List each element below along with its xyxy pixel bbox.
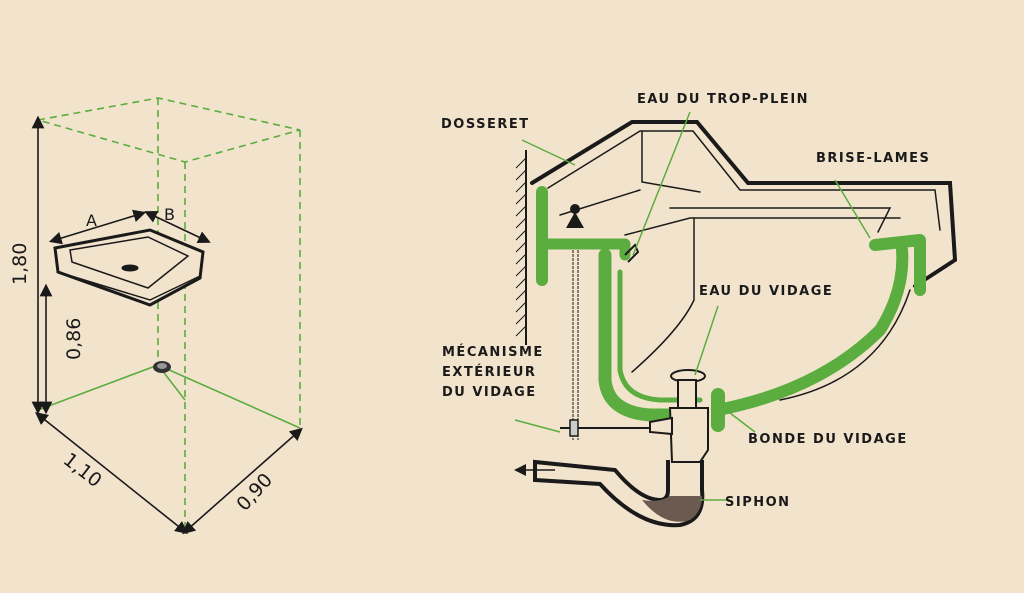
- siphon-trap: [514, 459, 705, 528]
- overflow-slot-icon: [624, 243, 640, 263]
- label-dosseret: DOSSERET: [441, 117, 530, 132]
- dim-b-label: B: [164, 205, 175, 224]
- floor-drain-icon: [153, 361, 171, 373]
- sink-cross-section: DOSSERET EAU DU TROP-PLEIN BRISE-LAMES E…: [441, 92, 958, 528]
- drain-knob-icon: [566, 204, 584, 228]
- drain-plug-icon: [649, 369, 709, 463]
- dim-height-total: 1,80: [9, 243, 31, 285]
- dim-depth: 0,90: [232, 469, 277, 515]
- label-brise-lames: BRISE-LAMES: [816, 151, 930, 166]
- wall-hatch: [515, 150, 527, 345]
- drain-rod: [560, 250, 660, 440]
- label-mecanisme-2: EXTÉRIEUR: [442, 364, 536, 380]
- ceramic-body-green: [536, 186, 926, 432]
- dimension-lines: [31, 115, 303, 535]
- label-eau-vidage: EAU DU VIDAGE: [699, 284, 833, 299]
- dim-width: 1,10: [59, 449, 106, 492]
- dim-a-label: A: [86, 211, 97, 230]
- space-requirement-figure: 1,80 0,86 1,10 0,90 A B: [9, 97, 303, 535]
- label-mecanisme-3: DU VIDAGE: [442, 385, 537, 400]
- dim-height-sink: 0,86: [63, 318, 85, 360]
- label-bonde: BONDE DU VIDAGE: [748, 432, 908, 447]
- leader-lines: [514, 111, 871, 501]
- label-mecanisme-1: MÉCANISME: [442, 344, 544, 360]
- small-sink-icon: [53, 228, 205, 307]
- label-trop-plein: EAU DU TROP-PLEIN: [637, 92, 809, 107]
- label-siphon: SIPHON: [725, 495, 791, 510]
